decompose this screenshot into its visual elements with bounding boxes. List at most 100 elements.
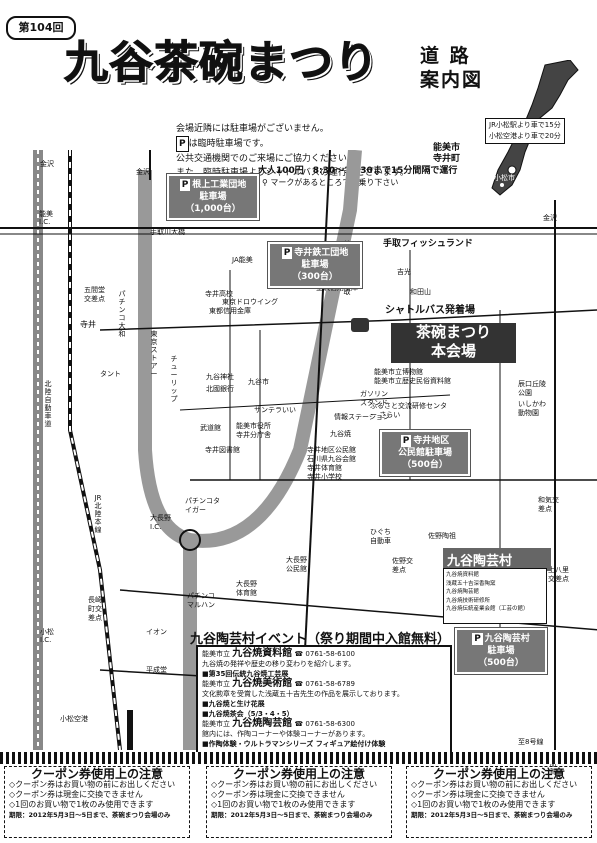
coupon-line: ◇クーポン券は現金に交換できません xyxy=(411,790,545,799)
events-box: 能美市立 九谷焼資料館 ☎ 0761-58-6100 九谷焼の発祥や歴史の移り変… xyxy=(196,645,452,758)
e2-prefix: 能美市立 xyxy=(202,680,230,688)
komatsu-inset-label: 小松市 xyxy=(494,174,515,182)
tokyo-bank-label: 東都信用金庫 xyxy=(209,307,251,315)
jr-line-label: JR北陸本線 xyxy=(94,494,102,534)
kanazawa-left-label: 金沢 xyxy=(136,168,150,176)
kutani-village-title: 九谷陶芸村 xyxy=(443,548,551,571)
terai-office-label: 寺井分庁舎 xyxy=(236,431,271,439)
terai-es-label: 寺井小学校 xyxy=(307,473,342,481)
nomi-city-label: 能美市 寺井町 xyxy=(433,143,460,165)
e2-desc: 文化勲章を受賞した浅蔵五十吉先生の作品を展示しております。 xyxy=(202,690,404,698)
parking-p-icon: P xyxy=(472,633,483,645)
e2-event2: ■九谷焼茶会（5/3・4・5） xyxy=(202,710,294,718)
nomi-shrine-label: 九谷神社 xyxy=(206,373,234,381)
jr-hokuriku-line xyxy=(68,150,122,750)
gokendo-cross-label: 五間堂交差点 xyxy=(84,286,105,303)
main-venue: 茶碗まつり 本会場 xyxy=(391,323,516,363)
komatsu-airport-label: 小松空港 xyxy=(60,715,88,723)
tokyo-store-label: 東京ストアー xyxy=(150,330,158,378)
ja-nomi-label: JA能美 xyxy=(232,256,253,264)
komatsu-ic-label: 小松I.C. xyxy=(40,628,54,644)
kv-item: 九谷焼伝統産業会館（工芸の館） xyxy=(446,606,529,612)
coupon-title: クーポン券使用上の注意 xyxy=(432,767,565,781)
lot3-name: 寺井地区 xyxy=(413,436,450,446)
folk-museum-label: 能美市立歴史民俗資料館 xyxy=(374,377,451,385)
parking-p-icon: P xyxy=(179,179,191,191)
nagano-gym-label: 大長野体育館 xyxy=(236,580,257,597)
coupon-cut-line xyxy=(0,752,597,764)
e2-tel: 0761-58-6789 xyxy=(305,680,355,688)
tokyo-drawing-label: 東京ドロウイング xyxy=(222,298,278,306)
sunterai-label: サンテラいい xyxy=(254,406,296,414)
e2-name: 九谷焼美術館 xyxy=(232,678,293,689)
aeon-label: イオン xyxy=(146,628,167,636)
e1-prefix: 能美市立 xyxy=(202,650,230,658)
kutani-kaikan-label: 石川県九谷会館 xyxy=(307,455,356,463)
terai-hs-label: 寺井高校 xyxy=(205,290,233,298)
lot2-capacity: （300台） xyxy=(292,272,338,282)
coupon-2[interactable]: クーポン券使用上の注意 ◇クーポン券はお買い物の前にお出しください ◇クーポン券… xyxy=(206,766,392,838)
events-title: 九谷陶芸村イベント（祭り期間中入館無料） xyxy=(190,632,451,647)
coupon-1[interactable]: クーポン券使用上の注意 ◇クーポン券はお買い物の前にお出しください ◇クーポン券… xyxy=(4,766,190,838)
lot1-sub: 駐車場 xyxy=(199,192,227,202)
e2-event1: ■九谷焼と生け花展 xyxy=(202,700,265,708)
lot3-sub: 公民館駐車場 xyxy=(397,448,452,458)
lot1-capacity: （1,000台） xyxy=(185,204,241,214)
city-label-1: 能美市 xyxy=(433,143,461,153)
nomi-ic-label: 能美I.C. xyxy=(39,210,53,226)
coupon-line: ◇クーポン券は現金に交換できません xyxy=(9,790,143,799)
coupon-3[interactable]: クーポン券使用上の注意 ◇クーポン券はお買い物の前にお出しください ◇クーポン券… xyxy=(406,766,592,838)
sano-cross-label: 佐野交差点 xyxy=(392,557,413,574)
kaga-label: 加賀 xyxy=(549,760,557,776)
kv-item: 九谷焼技術研修所 xyxy=(446,597,491,604)
legend-jr: JR小松駅より車で15分 xyxy=(489,121,561,129)
kanazawa-bank-label: 金沢信用金庫 xyxy=(316,284,358,292)
tedori-fishland-label: 手取フィッシュランド xyxy=(383,239,473,249)
kamiyagi-cross-label: 上八里交差点 xyxy=(548,566,569,583)
parking-p-icon: P xyxy=(281,247,293,259)
coupon-line: ◇クーポン券は現金に交換できません xyxy=(211,790,345,799)
e1-event: ■第35回伝統九谷焼工芸展 xyxy=(202,670,289,678)
shuttle-stop-label: シャトルバス発着場 xyxy=(385,305,475,316)
gas-station-label: ガソリンスタンド xyxy=(360,390,388,407)
region-legend: JR小松駅より車で15分 小松空港より車で20分 xyxy=(485,118,565,144)
tatsunokuchi-park-label: 辰口丘陵公園 xyxy=(518,380,546,397)
kanazawa-top-label: 金沢 xyxy=(40,160,54,168)
e3-tel: 0761-58-6300 xyxy=(305,720,355,728)
notice-p-text: は臨時駐車場です。 xyxy=(188,139,269,149)
kutani-village-list: 九谷焼資料館 浅蔵五十吉深香陶窯 九谷焼陶芸館 九谷焼技術研修所 九谷焼伝統産業… xyxy=(443,568,547,624)
e3-name: 九谷焼陶芸館 xyxy=(232,718,293,729)
event-1-header: 能美市立 九谷焼資料館 ☎ 0761-58-6100 xyxy=(202,648,355,659)
terai-community-label: 寺井地区公民館 xyxy=(307,446,356,454)
tedori-bridge-label: 手取川大橋 xyxy=(150,228,185,236)
nomi-location-dot xyxy=(507,165,517,175)
kichika-label: 吉光 xyxy=(397,268,411,276)
notice-line-4: また、臨時駐車場よりシャトルバスの運行もございます。 xyxy=(176,168,409,178)
hokkoku-bank-label: 北國銀行 xyxy=(206,385,234,393)
nagano-hall-label: 大長野公民館 xyxy=(286,556,307,573)
coupon-line: 期限：2012年5月3日～5日まで、茶碗まつり会場のみ xyxy=(411,811,573,819)
tulip-label: チューリップ xyxy=(170,355,178,403)
terai-station-label: 寺井 xyxy=(80,320,96,329)
coupon-line: ◇クーポン券はお買い物の前にお出しください xyxy=(9,780,176,789)
info-station-label: 情報ステーション xyxy=(334,413,390,421)
tanto-label: タント xyxy=(100,370,121,378)
nomi-city-hall-label: 能美市役所 xyxy=(236,422,271,430)
kv-item: 九谷焼陶芸館 xyxy=(446,589,480,595)
e1-name: 九谷焼資料館 xyxy=(232,648,293,659)
e3-prefix: 能美市立 xyxy=(202,720,230,728)
komatsu-location-dot xyxy=(500,183,504,187)
coupon-line: ◇クーポン券はお買い物の前にお出しください xyxy=(411,780,578,789)
pachinko-maruhan-label: パチンコマルハン xyxy=(187,592,215,609)
coupon-title: クーポン券使用上の注意 xyxy=(232,767,365,781)
notice-line-1: 会場近隣には駐車場がございません。 xyxy=(176,124,329,134)
coupon-line: 期限：2012年5月3日～5日まで、茶碗まつり会場のみ xyxy=(9,811,171,819)
shuttle-note-text: マークがあるところでお乗り下さい xyxy=(270,178,399,187)
taiyo-interchange xyxy=(179,529,201,551)
e1-tel: 0761-58-6100 xyxy=(305,650,355,658)
kv-item: 九谷焼資料館 xyxy=(446,572,480,578)
nomi-museum-label: 能美市立博物館 xyxy=(374,368,423,376)
